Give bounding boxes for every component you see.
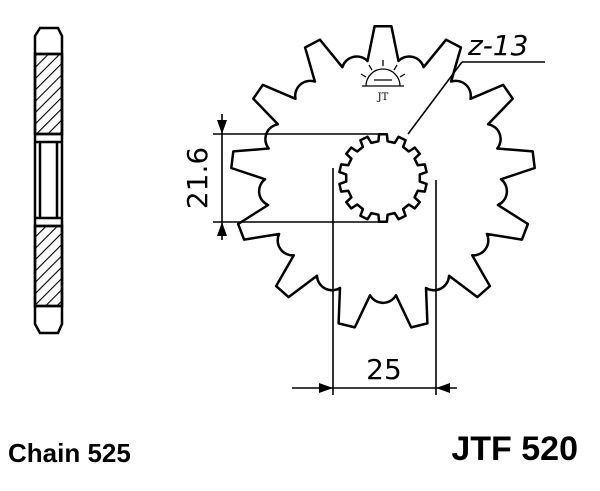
tooth-count-label: z-13: [467, 29, 528, 62]
width-dimension-label: 25: [366, 353, 402, 386]
logo-text: JT: [377, 92, 389, 103]
part-number-label: JTF 520: [451, 430, 578, 468]
jt-logo-icon: [360, 60, 406, 87]
splined-center-hole: [338, 132, 428, 224]
sprocket-outline: [230, 24, 536, 329]
side-profile-view: [33, 26, 64, 335]
height-arrow-top: [217, 120, 227, 134]
width-arrow-right: [436, 383, 450, 393]
height-arrow-bottom: [217, 222, 227, 236]
upper-hatched-section: [33, 52, 64, 136]
lower-hatched-section: [33, 224, 64, 308]
height-dimension-label: 21.6: [181, 147, 214, 209]
chain-size-label: Chain 525: [8, 438, 131, 468]
width-arrow-left: [319, 383, 333, 393]
tooth-count-leader: [407, 61, 545, 135]
height-dimension: [213, 114, 385, 240]
